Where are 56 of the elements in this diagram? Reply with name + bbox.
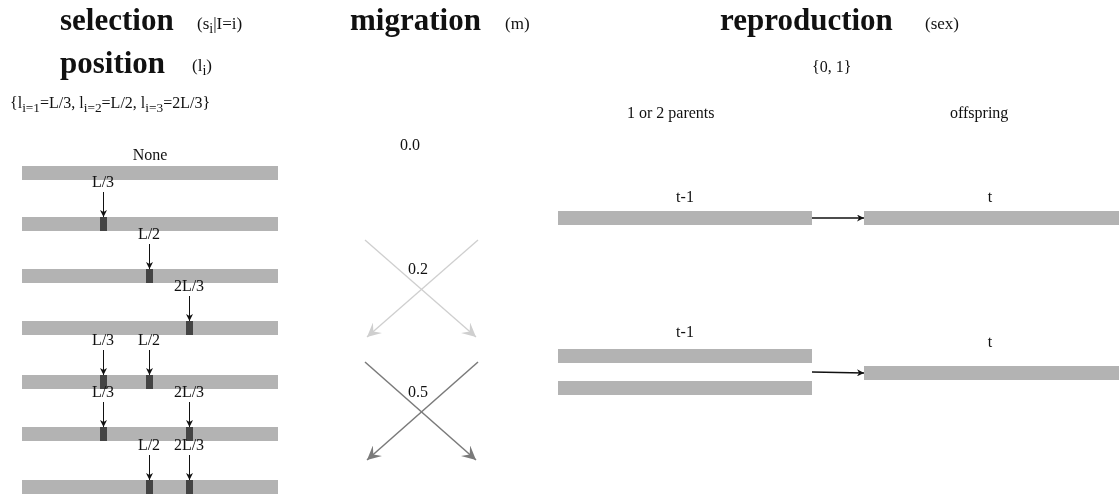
bar-caption: t-1 — [676, 188, 694, 206]
leader-arrow — [186, 401, 193, 428]
locus-mark — [186, 321, 193, 335]
rate-value: 0.2 — [408, 260, 428, 279]
chromosome-bar — [22, 480, 278, 494]
section-heading: reproduction — [720, 2, 893, 38]
leader-arrow — [186, 454, 193, 481]
section-heading: position — [60, 45, 166, 81]
chromosome-bar — [558, 211, 812, 225]
locus-label: 2L/3 — [173, 436, 205, 454]
chromosome-bar — [558, 381, 812, 395]
leader-arrow — [100, 191, 107, 218]
chromosome-bar — [22, 427, 278, 441]
leader-arrow — [146, 349, 153, 376]
parameter-symbol: (l$_{i}$) — [192, 56, 212, 79]
bar-caption: t-1 — [676, 323, 694, 341]
bar-caption: None — [132, 146, 168, 164]
locus-label: 2L/3 — [173, 277, 205, 295]
leader-arrow — [186, 295, 193, 322]
locus-label: L/3 — [91, 331, 115, 349]
parameter-symbol: (s$_{i}$|I=i) — [197, 14, 243, 37]
rate-value: 0.5 — [408, 383, 428, 402]
chromosome-bar — [558, 349, 812, 363]
locus-label: 2L/3 — [173, 383, 205, 401]
leader-arrow — [146, 454, 153, 481]
value-set: {l$_{i=1}$=L/3, l$_{i=2}$=L/2, l$_{i=3}$=2L/3} — [10, 94, 211, 116]
locus-mark — [100, 427, 107, 441]
locus-label: L/3 — [91, 383, 115, 401]
locus-mark — [186, 480, 193, 494]
locus-label: L/2 — [137, 225, 161, 243]
arrow — [811, 214, 865, 222]
bar-caption: t — [987, 188, 993, 206]
locus-mark — [146, 269, 153, 283]
section-heading: migration — [350, 2, 481, 38]
locus-mark — [146, 375, 153, 389]
leader-arrow — [146, 243, 153, 270]
chromosome-bar — [864, 366, 1119, 380]
locus-mark — [186, 427, 193, 441]
leader-arrow — [100, 401, 107, 428]
chromosome-bar — [864, 211, 1119, 225]
locus-label: L/2 — [137, 436, 161, 454]
bar-caption: t — [987, 333, 993, 351]
chromosome-bar — [22, 321, 278, 335]
column-label: offspring — [950, 104, 1009, 123]
locus-mark — [146, 480, 153, 494]
locus-label: L/2 — [137, 331, 161, 349]
value-set: {0, 1} — [812, 58, 852, 77]
section-heading: selection — [60, 2, 174, 38]
parameter-symbol: (m) — [505, 14, 530, 34]
locus-label: L/3 — [91, 173, 115, 191]
column-label: 1 or 2 parents — [627, 104, 715, 123]
leader-arrow — [100, 349, 107, 376]
rate-value: 0.0 — [400, 136, 420, 155]
locus-mark — [100, 217, 107, 231]
arrow — [811, 369, 865, 377]
parameter-symbol: (sex) — [925, 14, 959, 34]
